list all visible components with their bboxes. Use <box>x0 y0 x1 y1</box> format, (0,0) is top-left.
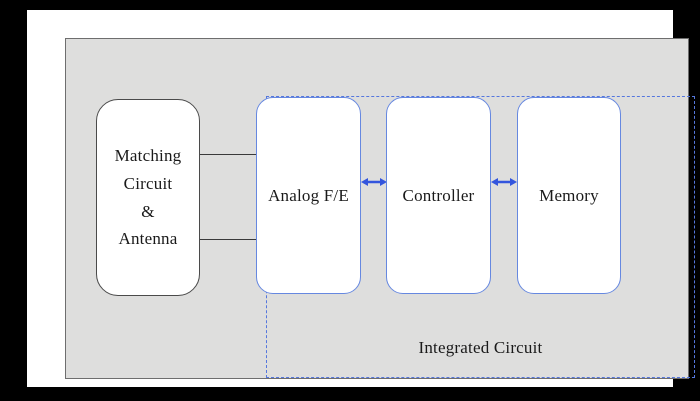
block-controller[interactable]: Controller <box>386 97 491 294</box>
block-memory-label: Memory <box>539 185 599 205</box>
diagram-panel: Integrated Circuit Matching Circuit & An… <box>65 38 695 379</box>
integrated-circuit-label: Integrated Circuit <box>418 338 543 357</box>
block-analog-front-end[interactable]: Analog F/E <box>256 97 361 294</box>
block-controller-label: Controller <box>402 185 475 205</box>
block-matching-circuit-antenna[interactable]: Matching Circuit & Antenna <box>96 99 200 296</box>
arrow-afe-to-controller <box>361 175 387 189</box>
wire-antenna-to-afe-lower <box>200 239 256 240</box>
figure-matte: Integrated Circuit Matching Circuit & An… <box>27 10 695 387</box>
wire-antenna-to-afe-upper <box>200 154 256 155</box>
arrow-controller-to-memory <box>491 175 517 189</box>
block-matching-circuit-antenna-label: Matching Circuit & Antenna <box>114 146 182 249</box>
block-memory[interactable]: Memory <box>517 97 621 294</box>
block-analog-front-end-label: Analog F/E <box>268 185 349 205</box>
